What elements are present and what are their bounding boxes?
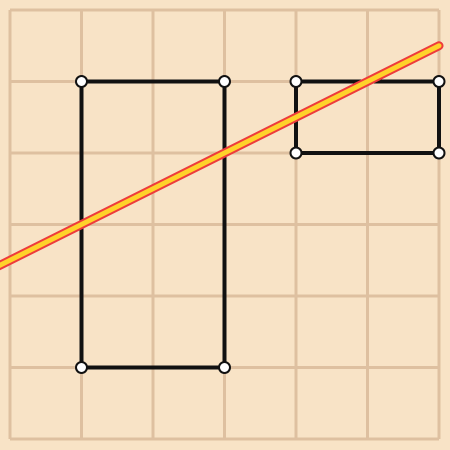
vertex-handle[interactable] bbox=[218, 361, 231, 374]
vertex-handle[interactable] bbox=[432, 75, 446, 88]
cutting-line[interactable] bbox=[0, 43, 442, 296]
vertex-handle[interactable] bbox=[289, 75, 303, 88]
vertex-handle[interactable] bbox=[432, 146, 446, 160]
vertex-handle[interactable] bbox=[75, 361, 88, 374]
vertex-handle[interactable] bbox=[218, 75, 231, 88]
vertex-handle[interactable] bbox=[289, 146, 303, 160]
vertex-handle[interactable] bbox=[75, 75, 88, 88]
